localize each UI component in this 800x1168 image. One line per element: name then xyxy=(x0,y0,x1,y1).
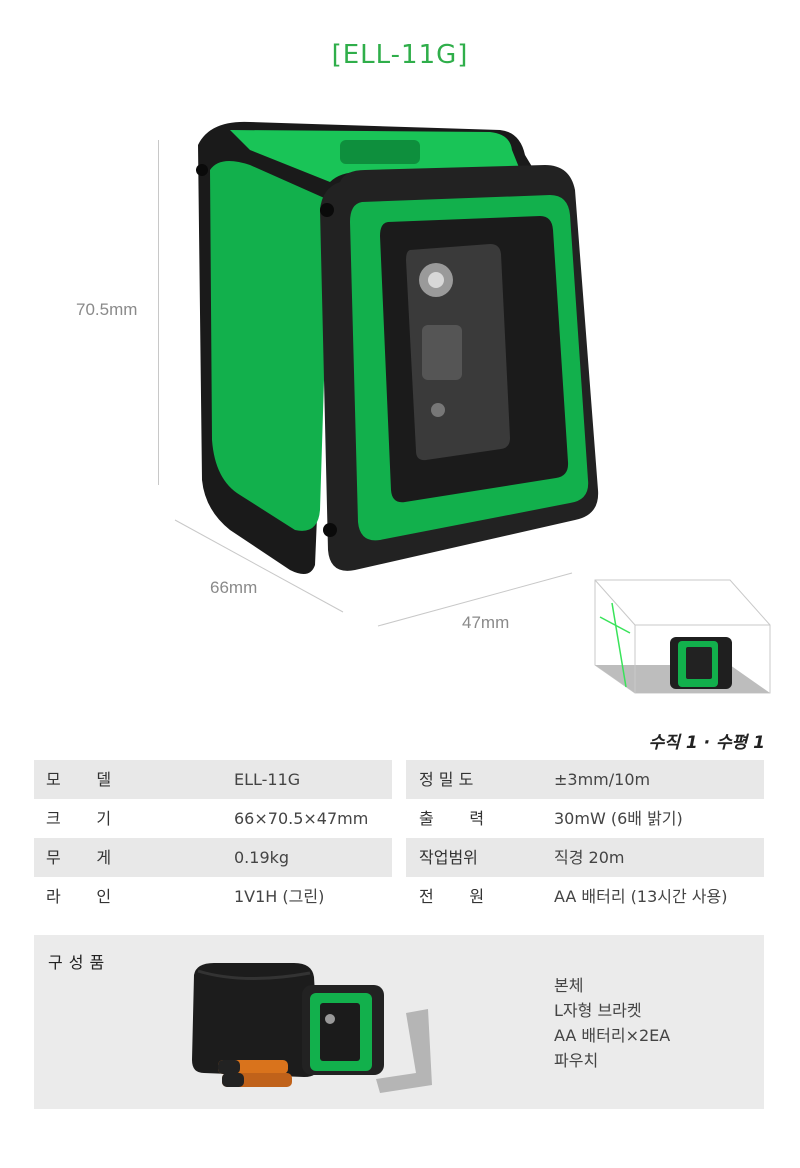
spec-row: 무 게 0.19kg 작업범위 직경 20m xyxy=(34,838,764,877)
depth-dimension-line xyxy=(174,519,344,613)
components-panel: 구성품 본체 L자형 브라켓 AA 배터리×2EA 파우치 xyxy=(34,935,764,1109)
spec-row: 크 기 66×70.5×47mm 출 력 30mW (6배 밝기) xyxy=(34,799,764,838)
spec-key: 크 기 xyxy=(46,809,112,828)
spec-key: 작업범위 xyxy=(419,848,478,867)
spec-value: ELL-11G xyxy=(234,770,301,789)
spec-key: 출 력 xyxy=(419,809,485,828)
height-dimension-label: 70.5mm xyxy=(76,300,138,319)
spec-row: 모 델 ELL-11G 정 밀 도 ±3mm/10m xyxy=(34,760,764,799)
depth-dimension-label: 66mm xyxy=(210,578,258,597)
spec-table: 모 델 ELL-11G 정 밀 도 ±3mm/10m 크 기 66×70.5×4… xyxy=(34,760,764,916)
components-list: 본체 L자형 브라켓 AA 배터리×2EA 파우치 xyxy=(554,973,670,1073)
spec-value: 0.19kg xyxy=(234,848,290,867)
spec-key: 모 델 xyxy=(46,770,112,789)
spec-row: 라 인 1V1H (그린) 전 원 AA 배터리 (13시간 사용) xyxy=(34,877,764,916)
spec-key: 라 인 xyxy=(46,887,112,906)
height-dimension-line xyxy=(158,140,159,485)
spec-value: 30mW (6배 밝기) xyxy=(554,809,683,828)
page-title: [ELL-11G] xyxy=(331,40,469,70)
spec-key: 무 게 xyxy=(46,848,112,867)
spec-value: 1V1H (그린) xyxy=(234,887,325,906)
spec-value: 직경 20m xyxy=(554,848,625,867)
laser-line-caption: 수직 1 · 수평 1 xyxy=(648,733,765,753)
components-label: 구성품 xyxy=(48,953,111,972)
component-item: L자형 브라켓 xyxy=(554,1001,642,1020)
width-dimension-label: 47mm xyxy=(462,613,510,632)
component-item: 본체 xyxy=(554,976,584,995)
spec-key: 정 밀 도 xyxy=(419,770,474,789)
component-item: 파우치 xyxy=(554,1051,599,1070)
laser-projection-diagram xyxy=(590,575,772,713)
laser-level-product-image xyxy=(196,121,599,574)
component-item: AA 배터리×2EA xyxy=(554,1026,671,1045)
spec-key: 전 원 xyxy=(419,887,485,906)
spec-value: 66×70.5×47mm xyxy=(234,809,369,828)
dimension-lines xyxy=(174,519,573,627)
width-dimension-line xyxy=(377,572,573,627)
spec-value: ±3mm/10m xyxy=(554,770,651,789)
components-image xyxy=(192,963,432,1093)
spec-value: AA 배터리 (13시간 사용) xyxy=(554,887,728,906)
